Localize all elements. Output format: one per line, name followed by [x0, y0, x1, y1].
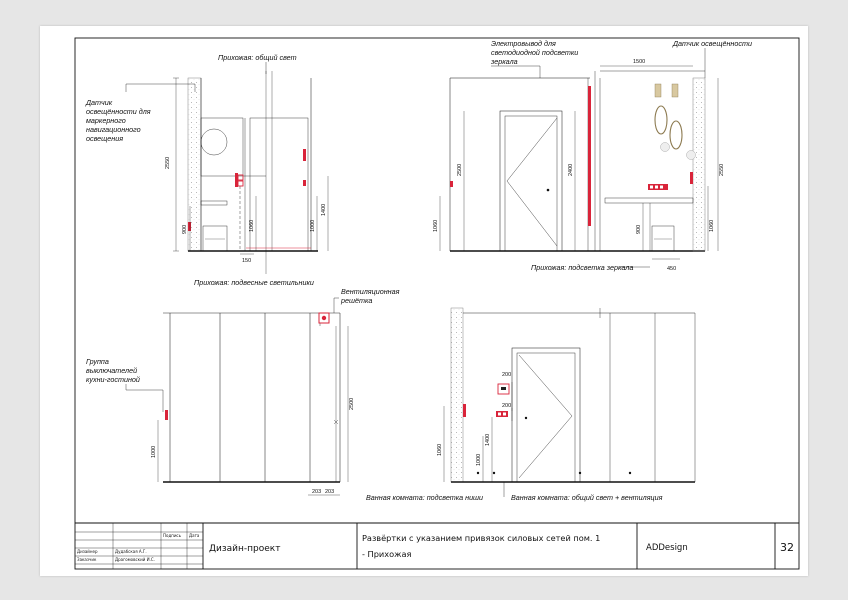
- label-hall-mirror-light: Прихожая: подсветка зеркала: [531, 263, 633, 272]
- view-1-red-elements: [188, 149, 306, 231]
- sheet-frame: [74, 37, 800, 570]
- dim-v1-1060: 1060: [249, 220, 255, 232]
- svg-text:светодиодной подсветки: светодиодной подсветки: [491, 48, 578, 57]
- svg-text:кухни-гостиной: кухни-гостиной: [86, 375, 140, 384]
- label-hall-pendant-lights: Прихожая: подвесные светильники: [194, 278, 314, 287]
- tb-sign-col: Подпись: [163, 533, 182, 538]
- label-electro-outlet-mirror: Электровывод для светодиодной подсветки …: [490, 39, 578, 66]
- tb-sheet-title-2: - Прихожая: [362, 549, 411, 559]
- dim-v2-2400: 2400: [568, 164, 574, 176]
- dim-v4-200b: 200: [502, 403, 511, 409]
- elevation-view-2: [449, 70, 706, 252]
- dim-v2-2500: 2500: [457, 164, 463, 176]
- dim-v3-203b: 203: [325, 489, 334, 495]
- svg-text:навигационного: навигационного: [86, 125, 141, 134]
- view-3-dimensions: [157, 326, 349, 496]
- view-4-dimensions: [443, 382, 513, 482]
- dim-v2-1060: 1060: [433, 220, 439, 232]
- view-2-red-elements: [450, 86, 693, 226]
- label-bathroom-niche-light: Ванная комната: подсветка ниши: [366, 493, 483, 502]
- label-switch-group: Группа выключателей кухни-гостиной: [86, 357, 140, 384]
- dim-v4-200a: 200: [502, 372, 511, 378]
- svg-text:зеркала: зеркала: [490, 57, 518, 66]
- svg-text:освещённости для: освещённости для: [86, 107, 151, 116]
- dim-v1-1400: 1400: [321, 204, 327, 216]
- svg-text:выключателей: выключателей: [86, 366, 137, 375]
- label-light-sensor: Датчик освещённости: [672, 39, 752, 48]
- dim-v1-150: 150: [242, 258, 251, 264]
- svg-text:решётка: решётка: [340, 296, 372, 305]
- svg-text:Группа: Группа: [86, 357, 109, 366]
- tb-company: ADDesign: [646, 543, 688, 553]
- view-3-red-elements: [165, 312, 330, 420]
- svg-text:маркерного: маркерного: [86, 116, 126, 125]
- dim-v4-1060: 1060: [437, 444, 443, 456]
- elevation-view-1: [187, 71, 318, 274]
- dim-v2-1500: 1500: [633, 59, 645, 65]
- svg-text:Электровывод для: Электровывод для: [491, 39, 556, 48]
- elevation-drawing: 2550 900 1060 1000 1400 150 Прихожая: об…: [74, 37, 800, 570]
- tb-sheet-number: 32: [780, 541, 794, 554]
- view-4-red-elements: [463, 383, 510, 417]
- tb-designer-name: Дудабская А.Г.: [115, 549, 147, 554]
- dim-v3-2500: 2500: [349, 398, 355, 410]
- tb-project: Дизайн-проект: [209, 544, 280, 554]
- dim-v4-1400: 1400: [485, 434, 491, 446]
- tb-designer-role: Дизайнер: [77, 549, 98, 554]
- dim-v4-1000: 1000: [476, 454, 482, 466]
- label-hall-general-light: Прихожая: общий свет: [218, 53, 297, 62]
- dim-v3-203a: 203: [312, 489, 321, 495]
- dim-v2-900: 900: [636, 225, 642, 234]
- tb-customer-role: Заказчик: [77, 557, 97, 562]
- svg-text:Датчик: Датчик: [85, 98, 113, 107]
- view-1-dimensions: [173, 77, 329, 255]
- view-2-dimensions: [439, 65, 719, 260]
- elevation-view-3: [163, 312, 341, 483]
- dim-v2-2550: 2550: [719, 164, 725, 176]
- tb-customer-name: Драгомовский И.С.: [115, 557, 155, 562]
- dim-v2-1060b: 1060: [709, 220, 715, 232]
- label-ventilation-grille: Вентиляционная решётка: [340, 287, 400, 305]
- dim-v1-1000: 1000: [310, 220, 316, 232]
- svg-text:освещения: освещения: [86, 134, 123, 143]
- svg-text:Вентиляционная: Вентиляционная: [341, 287, 400, 296]
- drawing-sheet: 2550 900 1060 1000 1400 150 Прихожая: об…: [40, 26, 808, 576]
- label-bathroom-light-vent: Ванная комната: общий свет + вентиляция: [511, 493, 663, 502]
- label-sensor-marker-nav: Датчик освещённости для маркерного навиг…: [85, 98, 151, 143]
- title-block: [75, 522, 799, 569]
- elevation-view-4: [450, 307, 696, 483]
- dim-v1-900: 900: [182, 225, 188, 234]
- dim-v1-height: 2550: [165, 157, 171, 169]
- view-2-fixtures: [654, 83, 696, 160]
- dim-v3-1000: 1000: [151, 446, 157, 458]
- dim-v2-450: 450: [667, 266, 676, 272]
- tb-date-col: Дата: [189, 533, 200, 538]
- tb-sheet-title-1: Развёртки с указанием привязок силовых с…: [362, 533, 600, 543]
